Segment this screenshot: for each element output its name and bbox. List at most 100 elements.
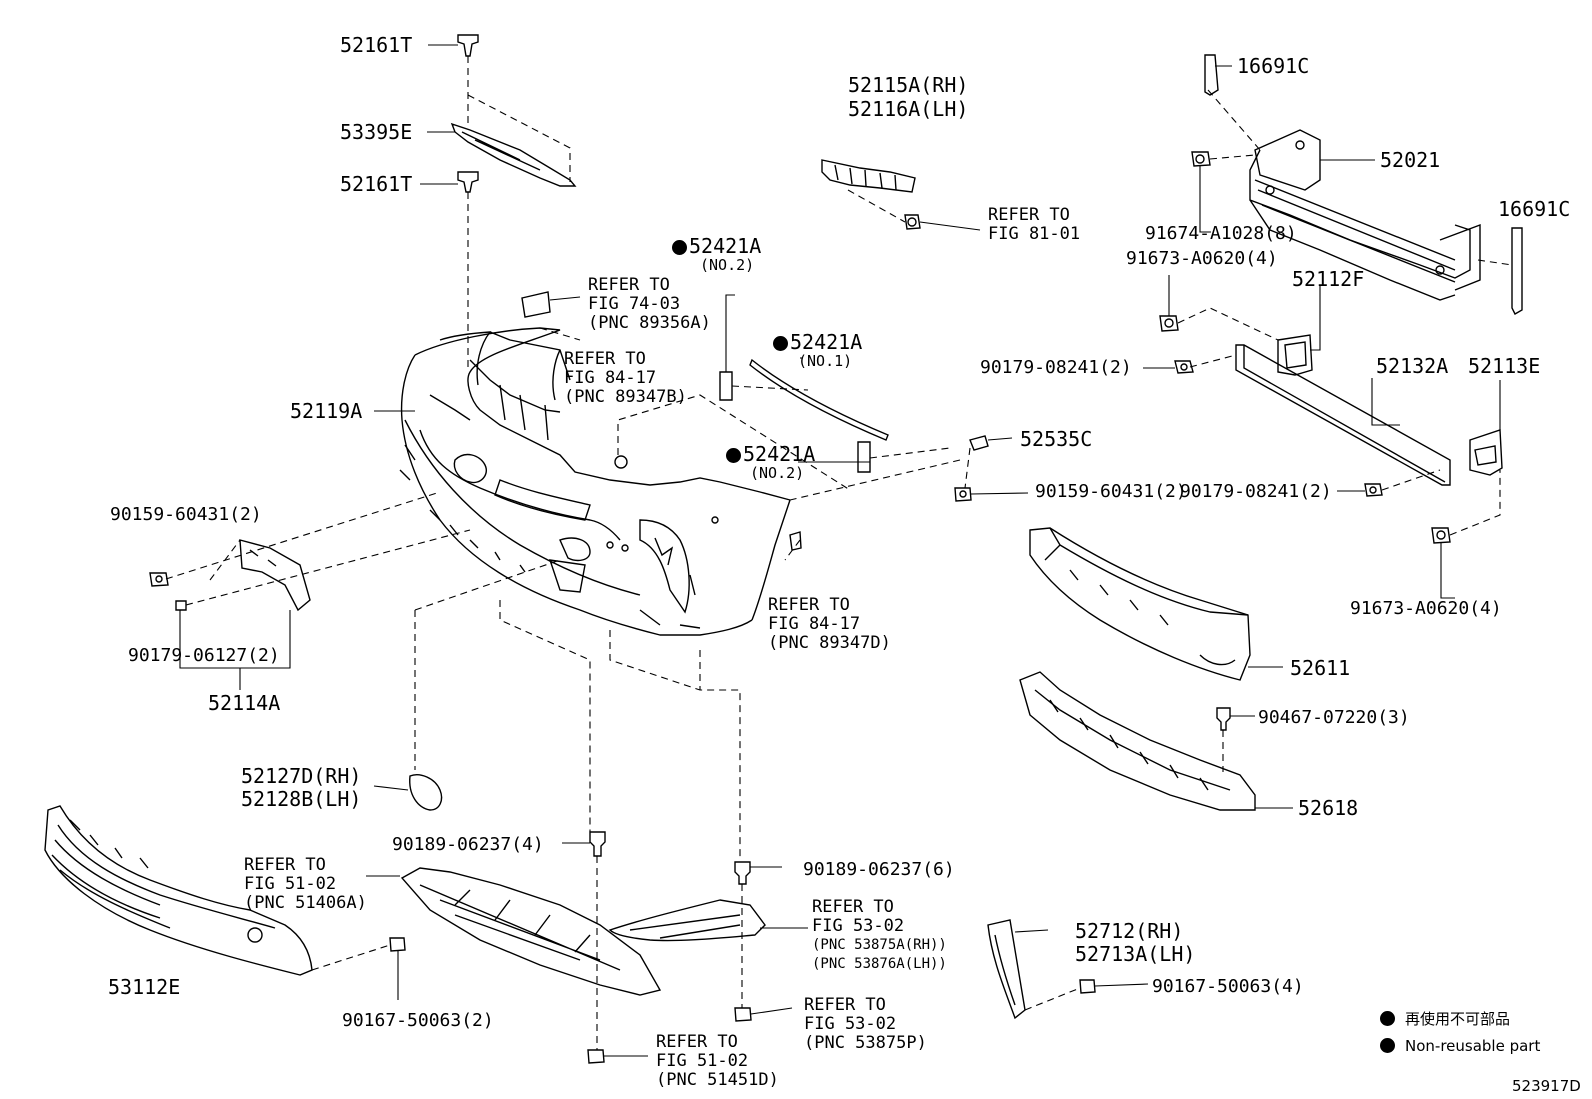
ref-line: FIG 81-01: [988, 224, 1081, 244]
label-91673-upper: 91673-A0620(4): [1126, 248, 1278, 269]
label-52114a: 52114A: [208, 691, 281, 715]
label-90189-6: 90189-06237(6): [803, 859, 955, 880]
label-52113e: 52113E: [1468, 354, 1541, 378]
label-52161t-mid: 52161T: [340, 172, 413, 196]
ref-line: (PNC 53875A(RH)): [812, 937, 947, 953]
emblem-pad-fig74: [521, 291, 551, 318]
non-reusable-dot: [1380, 1011, 1395, 1026]
non-reusable-dot: [672, 240, 687, 255]
label-90159-left: 90159-60431(2): [110, 504, 262, 525]
ref-fig-84-17-b: REFER TO FIG 84-17 (PNC 89347B): [564, 350, 687, 407]
under-cover-fig51: [400, 867, 662, 996]
reinforcement-52021: [1249, 129, 1481, 301]
fog-cover-52127d: [409, 774, 443, 811]
ref-line: REFER TO: [656, 1032, 738, 1052]
label-52161t-top: 52161T: [340, 33, 413, 57]
label-52421a-b-no: (NO.1): [798, 352, 853, 370]
label-52421a-c-no: (NO.2): [750, 464, 805, 482]
grille-53112e: [44, 805, 313, 976]
label-52119a: 52119A: [290, 399, 363, 423]
label-90167-2: 90167-50063(2): [342, 1010, 494, 1031]
ref-line: REFER TO: [244, 855, 326, 875]
label-91673-lower: 91673-A0620(4): [1350, 598, 1502, 619]
screw-fig51b: [587, 1049, 605, 1064]
label-90159-right: 90159-60431(2): [1035, 481, 1187, 502]
absorber-52618: [1019, 671, 1256, 811]
ref-line: REFER TO: [564, 349, 646, 369]
clip-90189-6: [734, 861, 751, 885]
label-52611: 52611: [1290, 656, 1351, 680]
label-90179-08241-b: 90179-08241(2): [1180, 481, 1332, 502]
label-52713a: 52713A(LH): [1075, 942, 1196, 966]
label-52535c: 52535C: [1020, 427, 1093, 451]
ref-fig-53-02-b: REFER TO FIG 53-02 (PNC 53875P): [804, 996, 927, 1053]
ref-line: (PNC 53875P): [804, 1033, 927, 1053]
ref-line: FIG 84-17: [768, 614, 861, 634]
legend-row-en: Non-reusable part: [1380, 1037, 1540, 1055]
ref-line: (PNC 89356A): [588, 313, 711, 333]
label-90189-4: 90189-06237(4): [392, 834, 544, 855]
clip-90467: [1216, 707, 1231, 731]
label-52112f: 52112F: [1292, 267, 1365, 291]
clip-90189-4: [589, 831, 606, 857]
tape-52421a-no2-a: [719, 371, 733, 401]
ref-fig-51-02-b: REFER TO FIG 51-02 (PNC 51451D): [656, 1033, 779, 1090]
label-52421a-b: 52421A: [773, 331, 862, 353]
label-52021: 52021: [1380, 148, 1441, 172]
label-52421a-c-text: 52421A: [743, 442, 816, 466]
bolt-91674: [1191, 151, 1211, 167]
nut-90179-a: [1174, 360, 1194, 374]
screw-90167-left: [389, 937, 406, 952]
bolt-91673-upper: [1159, 315, 1179, 332]
clip-52535c: [969, 435, 989, 451]
label-52421a-b-text: 52421A: [790, 330, 863, 354]
ref-fig-53-02-a: REFER TO FIG 53-02 (PNC 53875A(RH)) (PNC…: [812, 898, 947, 974]
label-90179-06127: 90179-06127(2): [128, 645, 280, 666]
garnish-52712: [987, 919, 1026, 1020]
ref-line: REFER TO: [812, 897, 894, 917]
legend-jp-text: 再使用不可部品: [1405, 1010, 1511, 1028]
non-reusable-dot: [726, 448, 741, 463]
label-52421a-a: 52421A: [672, 235, 761, 257]
ref-line: FIG 51-02: [656, 1051, 749, 1071]
tape-52421a-no2-b: [857, 441, 871, 473]
ref-line: REFER TO: [588, 275, 670, 295]
absorber-52611: [1029, 527, 1251, 681]
label-52618: 52618: [1298, 796, 1359, 820]
tape-52421a-no1: [749, 358, 889, 441]
ref-line: (PNC 89347D): [768, 633, 891, 653]
bracket-52112f: [1277, 334, 1313, 376]
label-52128b: 52128B(LH): [241, 787, 362, 811]
clip-52161t-top: [457, 34, 479, 57]
bolt-91673-lower: [1431, 527, 1451, 544]
bracket-52114a: [239, 539, 311, 612]
screw-fig53b: [734, 1007, 752, 1022]
label-90167-4: 90167-50063(4): [1152, 976, 1304, 997]
non-reusable-dot: [773, 336, 788, 351]
label-52421a-c: 52421A: [726, 443, 815, 465]
ref-line: FIG 84-17: [564, 368, 657, 388]
ref-line: FIG 53-02: [812, 916, 905, 936]
label-52132a: 52132A: [1376, 354, 1449, 378]
illustration-id: 523917D: [1512, 1077, 1581, 1095]
label-91674: 91674-A1028(8): [1145, 223, 1297, 244]
retainer-53395e: [450, 122, 577, 187]
label-52421a-a-no: (NO.2): [700, 256, 755, 274]
ref-line: FIG 51-02: [244, 874, 337, 894]
label-90467: 90467-07220(3): [1258, 707, 1410, 728]
nut-90179-b: [1364, 483, 1383, 497]
ref-line: FIG 74-03: [588, 294, 681, 314]
ref-line: FIG 53-02: [804, 1014, 897, 1034]
legend-row-jp: 再使用不可部品: [1380, 1008, 1540, 1029]
screw-90167-right: [1079, 979, 1096, 994]
pad-16691c-top: [1204, 54, 1219, 96]
label-52115a: 52115A(RH): [848, 73, 969, 97]
legend: 再使用不可部品 Non-reusable part: [1380, 1008, 1540, 1063]
ref-fig-81-01: REFER TO FIG 81-01: [988, 206, 1080, 244]
sensor-fig84-d: [789, 531, 802, 551]
label-52421a-a-text: 52421A: [689, 234, 762, 258]
ref-line: REFER TO: [988, 205, 1070, 225]
legend-en-text: Non-reusable part: [1405, 1037, 1541, 1055]
leader-lines: [179, 44, 1501, 1057]
